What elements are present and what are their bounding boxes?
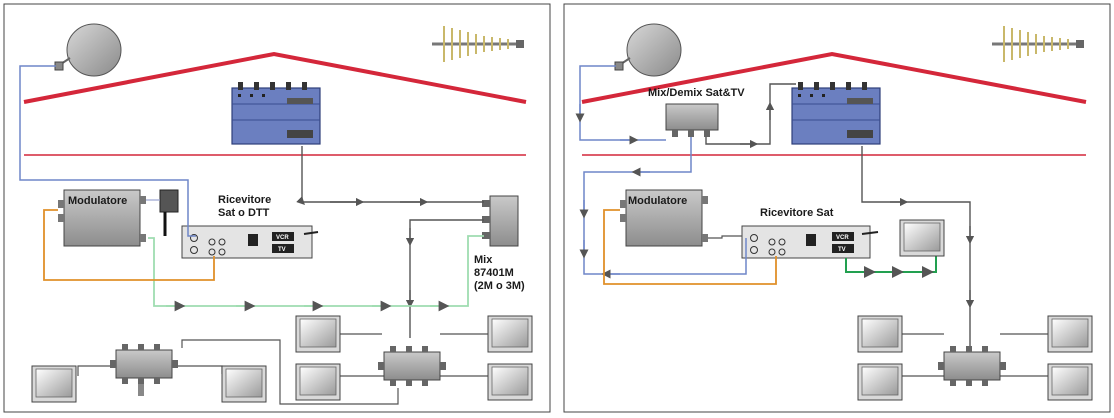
right-satellite-dish-icon (614, 23, 682, 77)
right-modulator-box (620, 189, 708, 247)
left-modulator-box (58, 189, 146, 247)
right-receiver-box (741, 225, 879, 259)
left-tv-3-icon (295, 315, 341, 353)
right-panel-frame (563, 3, 1111, 413)
left-roof-line (23, 51, 527, 104)
left-tv-label: TV (278, 247, 286, 253)
left-satellite-dish-icon (54, 23, 122, 77)
right-tv-1-icon (857, 315, 903, 353)
right-vcr-label: VCR (836, 235, 849, 241)
left-tv-antenna-icon (430, 24, 526, 64)
right-tv-2-icon (857, 363, 903, 401)
left-panel-frame (3, 3, 551, 413)
right-mixdemix-label: Mix/Demix Sat&TV (648, 87, 745, 99)
right-mixdemix-box (665, 103, 719, 137)
mix-label-line1: Mix (474, 254, 493, 266)
right-tv-antenna-icon (990, 24, 1086, 64)
left-receiver-box (181, 225, 319, 259)
left-splitter-main (377, 345, 447, 387)
mix-label-line2: 87401M (474, 267, 514, 279)
left-power-adapter-icon (159, 189, 179, 236)
mix-label-line3: (2M o 3M) (474, 280, 525, 292)
left-tv-2-icon (221, 365, 267, 403)
right-splitter-main (937, 345, 1007, 387)
left-amplifier (231, 81, 321, 145)
right-tv-label: TV (838, 247, 846, 253)
left-tv-5-icon (487, 315, 533, 353)
left-vcr-label: VCR (276, 235, 289, 241)
right-amplifier (791, 81, 881, 145)
right-roof-line (581, 51, 1087, 104)
left-modulator-label: Modulatore (68, 195, 127, 207)
left-tv-1-icon (31, 365, 77, 403)
left-receiver-label-line2: Sat o DTT (218, 207, 270, 219)
right-tv-4-icon (1047, 363, 1093, 401)
left-splitter-bottom (109, 343, 179, 396)
left-tv-6-icon (487, 363, 533, 401)
left-receiver-label-line1: Ricevitore (218, 194, 271, 206)
right-tv-receiver-monitor-icon (899, 219, 945, 257)
left-mix-box (482, 195, 519, 247)
left-cables (19, 65, 490, 405)
right-modulator-label: Modulatore (628, 195, 687, 207)
right-tv-3-icon (1047, 315, 1093, 353)
left-tv-4-icon (295, 363, 341, 401)
right-receiver-label: Ricevitore Sat (760, 207, 834, 219)
right-cables (575, 65, 1048, 377)
